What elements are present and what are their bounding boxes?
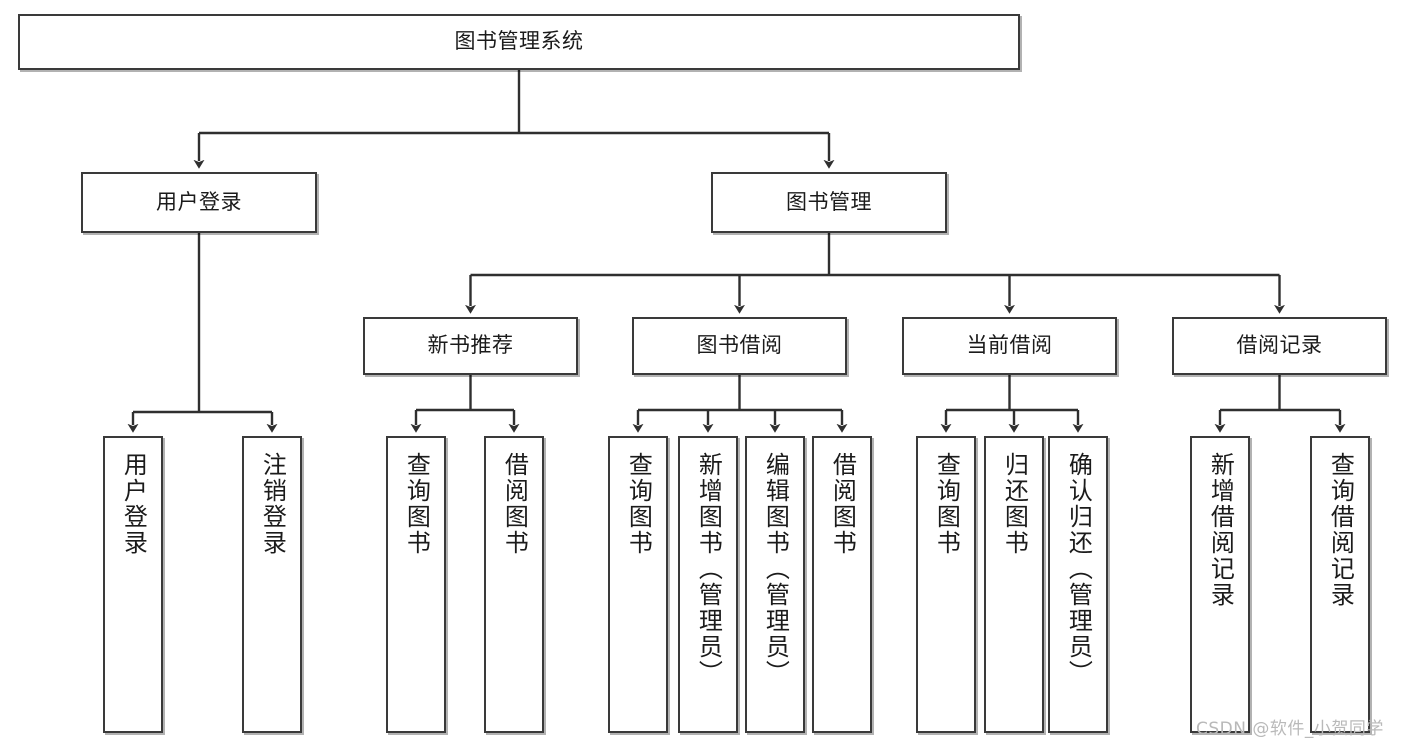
leaf-borrow-book-rec[interactable]: 借阅图书 (484, 436, 544, 733)
leaf-query-book-cur[interactable]: 查询图书 (916, 436, 976, 733)
leaf-logout-login-label: 注销登录 (258, 452, 287, 556)
leaf-add-book-admin[interactable]: 新增图书（管理员） (678, 436, 738, 733)
leaf-borrow-book-rec-label: 借阅图书 (500, 452, 529, 556)
leaf-edit-book-admin-label: 编辑图书（管理员） (761, 452, 790, 686)
leaf-confirm-return-admin[interactable]: 确认归还（管理员） (1048, 436, 1108, 733)
leaf-query-book-rec[interactable]: 查询图书 (386, 436, 446, 733)
node-book-borrow-label: 图书借阅 (696, 333, 783, 358)
node-borrow-record[interactable]: 借阅记录 (1172, 317, 1387, 375)
leaf-query-book-borrow[interactable]: 查询图书 (608, 436, 668, 733)
leaf-add-book-admin-label: 新增图书（管理员） (694, 452, 723, 686)
leaf-confirm-return-admin-label: 确认归还（管理员） (1064, 452, 1093, 686)
node-book-manage-label: 图书管理 (786, 189, 872, 214)
leaf-return-book-label: 归还图书 (1000, 452, 1029, 556)
leaf-logout-login[interactable]: 注销登录 (242, 436, 302, 733)
node-book-manage[interactable]: 图书管理 (711, 172, 947, 233)
leaf-query-book-rec-label: 查询图书 (402, 452, 431, 556)
node-new-book-recommend[interactable]: 新书推荐 (363, 317, 578, 375)
leaf-borrow-book-label: 借阅图书 (828, 452, 857, 556)
leaf-return-book[interactable]: 归还图书 (984, 436, 1044, 733)
node-book-borrow[interactable]: 图书借阅 (632, 317, 847, 375)
node-borrow-record-label: 借阅记录 (1236, 333, 1323, 358)
node-current-borrow-label: 当前借阅 (966, 333, 1053, 358)
leaf-borrow-book[interactable]: 借阅图书 (812, 436, 872, 733)
leaf-query-borrow-record[interactable]: 查询借阅记录 (1310, 436, 1370, 733)
node-current-borrow[interactable]: 当前借阅 (902, 317, 1117, 375)
node-root-label: 图书管理系统 (454, 29, 584, 54)
node-new-book-recommend-label: 新书推荐 (427, 333, 514, 358)
leaf-add-borrow-record[interactable]: 新增借阅记录 (1190, 436, 1250, 733)
csdn-watermark: CSDN @软件_小贺同学 (1196, 719, 1384, 739)
leaf-query-book-cur-label: 查询图书 (932, 452, 961, 556)
leaf-query-book-borrow-label: 查询图书 (624, 452, 653, 556)
node-user-login-label: 用户登录 (156, 189, 242, 214)
node-root[interactable]: 图书管理系统 (18, 14, 1020, 70)
leaf-add-borrow-record-label: 新增借阅记录 (1206, 452, 1235, 608)
leaf-query-borrow-record-label: 查询借阅记录 (1326, 452, 1355, 608)
leaf-user-login-label: 用户登录 (119, 452, 148, 556)
node-user-login[interactable]: 用户登录 (81, 172, 317, 233)
leaf-edit-book-admin[interactable]: 编辑图书（管理员） (745, 436, 805, 733)
leaf-user-login[interactable]: 用户登录 (103, 436, 163, 733)
